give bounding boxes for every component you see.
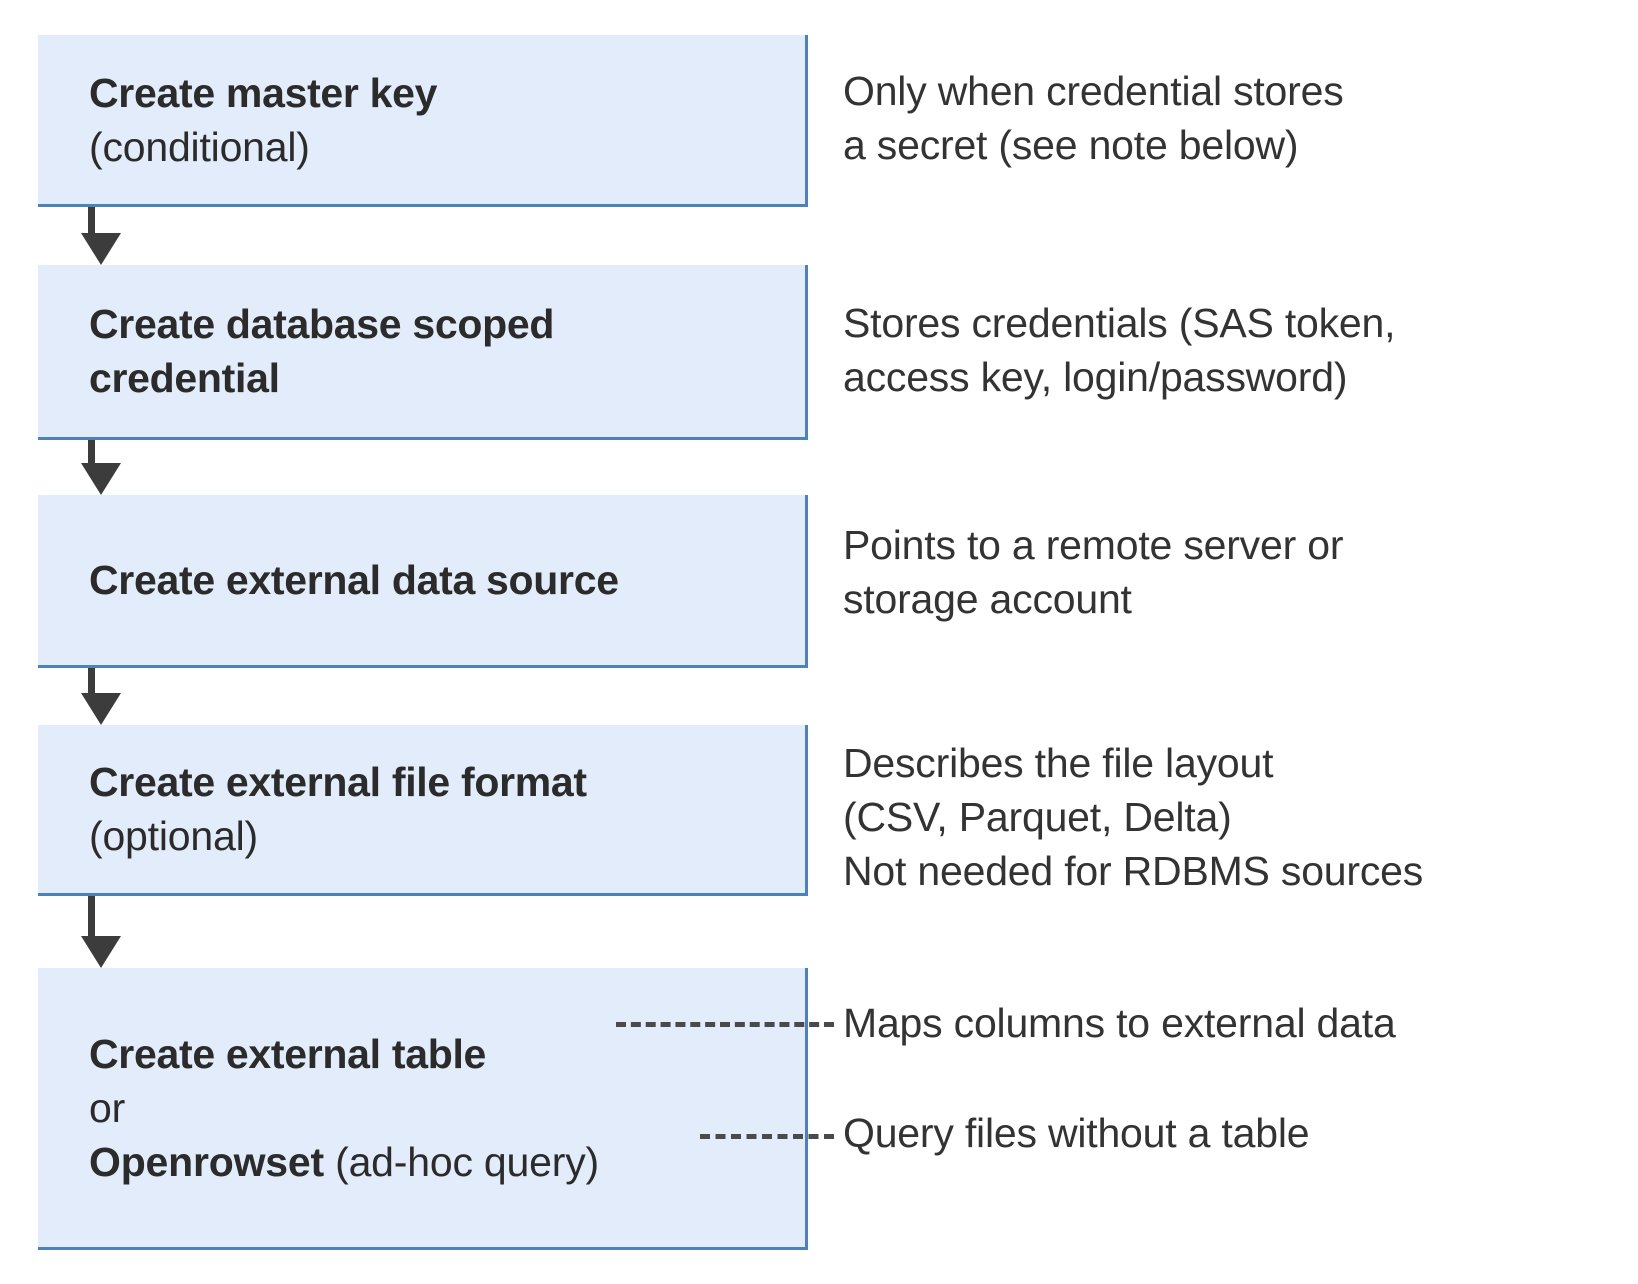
- step-box-content: Create external data source: [38, 553, 805, 607]
- annotation-line: Query files without a table: [843, 1110, 1310, 1156]
- annotation-line: storage account: [843, 576, 1132, 622]
- step-box-create-master-key[interactable]: Create master key (conditional): [38, 35, 808, 207]
- flow-arrow-2: [81, 440, 121, 495]
- annotation-line: Not needed for RDBMS sources: [843, 848, 1424, 894]
- arrow-head-icon: [81, 463, 121, 495]
- dashed-leader-openrowset: [700, 1134, 834, 1139]
- annotation-line: (CSV, Parquet, Delta): [843, 794, 1232, 840]
- annotation-line: Stores credentials (SAS token,: [843, 300, 1396, 346]
- step-title-openrowset-bold: Openrowset: [89, 1138, 324, 1185]
- step-box-create-external-table-or-openrowset[interactable]: Create external table or Openrowset (ad-…: [38, 968, 808, 1250]
- step-separator-or: or: [89, 1084, 126, 1131]
- annotation-create-master-key: Only when credential stores a secret (se…: [843, 64, 1344, 172]
- step-title-scoped-credential-line2: credential: [89, 355, 280, 401]
- arrow-shaft: [88, 896, 95, 940]
- annotation-scoped-credential: Stores credentials (SAS token, access ke…: [843, 296, 1396, 404]
- annotation-line: Maps columns to external data: [843, 1000, 1396, 1046]
- arrow-shaft: [88, 440, 95, 467]
- step-box-create-database-scoped-credential[interactable]: Create database scoped credential: [38, 265, 808, 440]
- step-box-content: Create database scoped credential: [38, 297, 805, 405]
- step-box-content: Create external table or Openrowset (ad-…: [38, 1027, 805, 1189]
- step-box-content: Create master key (conditional): [38, 66, 805, 174]
- step-title-create-external-file-format: Create external file format: [89, 759, 587, 805]
- annotation-line: access key, login/password): [843, 354, 1348, 400]
- annotation-query-files: Query files without a table: [843, 1106, 1310, 1160]
- step-title-create-master-key: Create master key: [89, 69, 438, 116]
- dashed-leader-external-table: [616, 1022, 834, 1027]
- arrow-head-icon: [81, 233, 121, 265]
- step-box-create-external-file-format[interactable]: Create external file format (optional): [38, 725, 808, 896]
- annotation-line: Only when credential stores: [843, 68, 1344, 114]
- flow-arrow-3: [81, 668, 121, 725]
- step-box-create-external-data-source[interactable]: Create external data source: [38, 495, 808, 668]
- annotation-line: Points to a remote server or: [843, 522, 1344, 568]
- annotation-line: Describes the file layout: [843, 740, 1274, 786]
- arrow-head-icon: [81, 936, 121, 968]
- annotation-maps-columns: Maps columns to external data: [843, 996, 1396, 1050]
- step-title-create-external-table: Create external table: [89, 1030, 487, 1077]
- step-title-scoped-credential-line1: Create database scoped: [89, 301, 555, 347]
- arrow-shaft: [88, 668, 95, 697]
- step-title-openrowset: Openrowset (ad-hoc query): [89, 1135, 795, 1189]
- step-qualifier-conditional: (conditional): [89, 123, 310, 170]
- annotation-line: a secret (see note below): [843, 122, 1299, 168]
- flow-arrow-4: [81, 896, 121, 968]
- annotation-external-file-format: Describes the file layout (CSV, Parquet,…: [843, 736, 1423, 898]
- step-title-create-external-data-source: Create external data source: [89, 557, 619, 603]
- step-box-content: Create external file format (optional): [38, 755, 805, 863]
- arrow-head-icon: [81, 693, 121, 725]
- step-title-openrowset-qualifier: (ad-hoc query): [323, 1138, 599, 1185]
- flow-arrow-1: [81, 207, 121, 265]
- annotation-external-data-source: Points to a remote server or storage acc…: [843, 518, 1343, 626]
- arrow-shaft: [88, 207, 95, 237]
- step-qualifier-optional: (optional): [89, 813, 258, 859]
